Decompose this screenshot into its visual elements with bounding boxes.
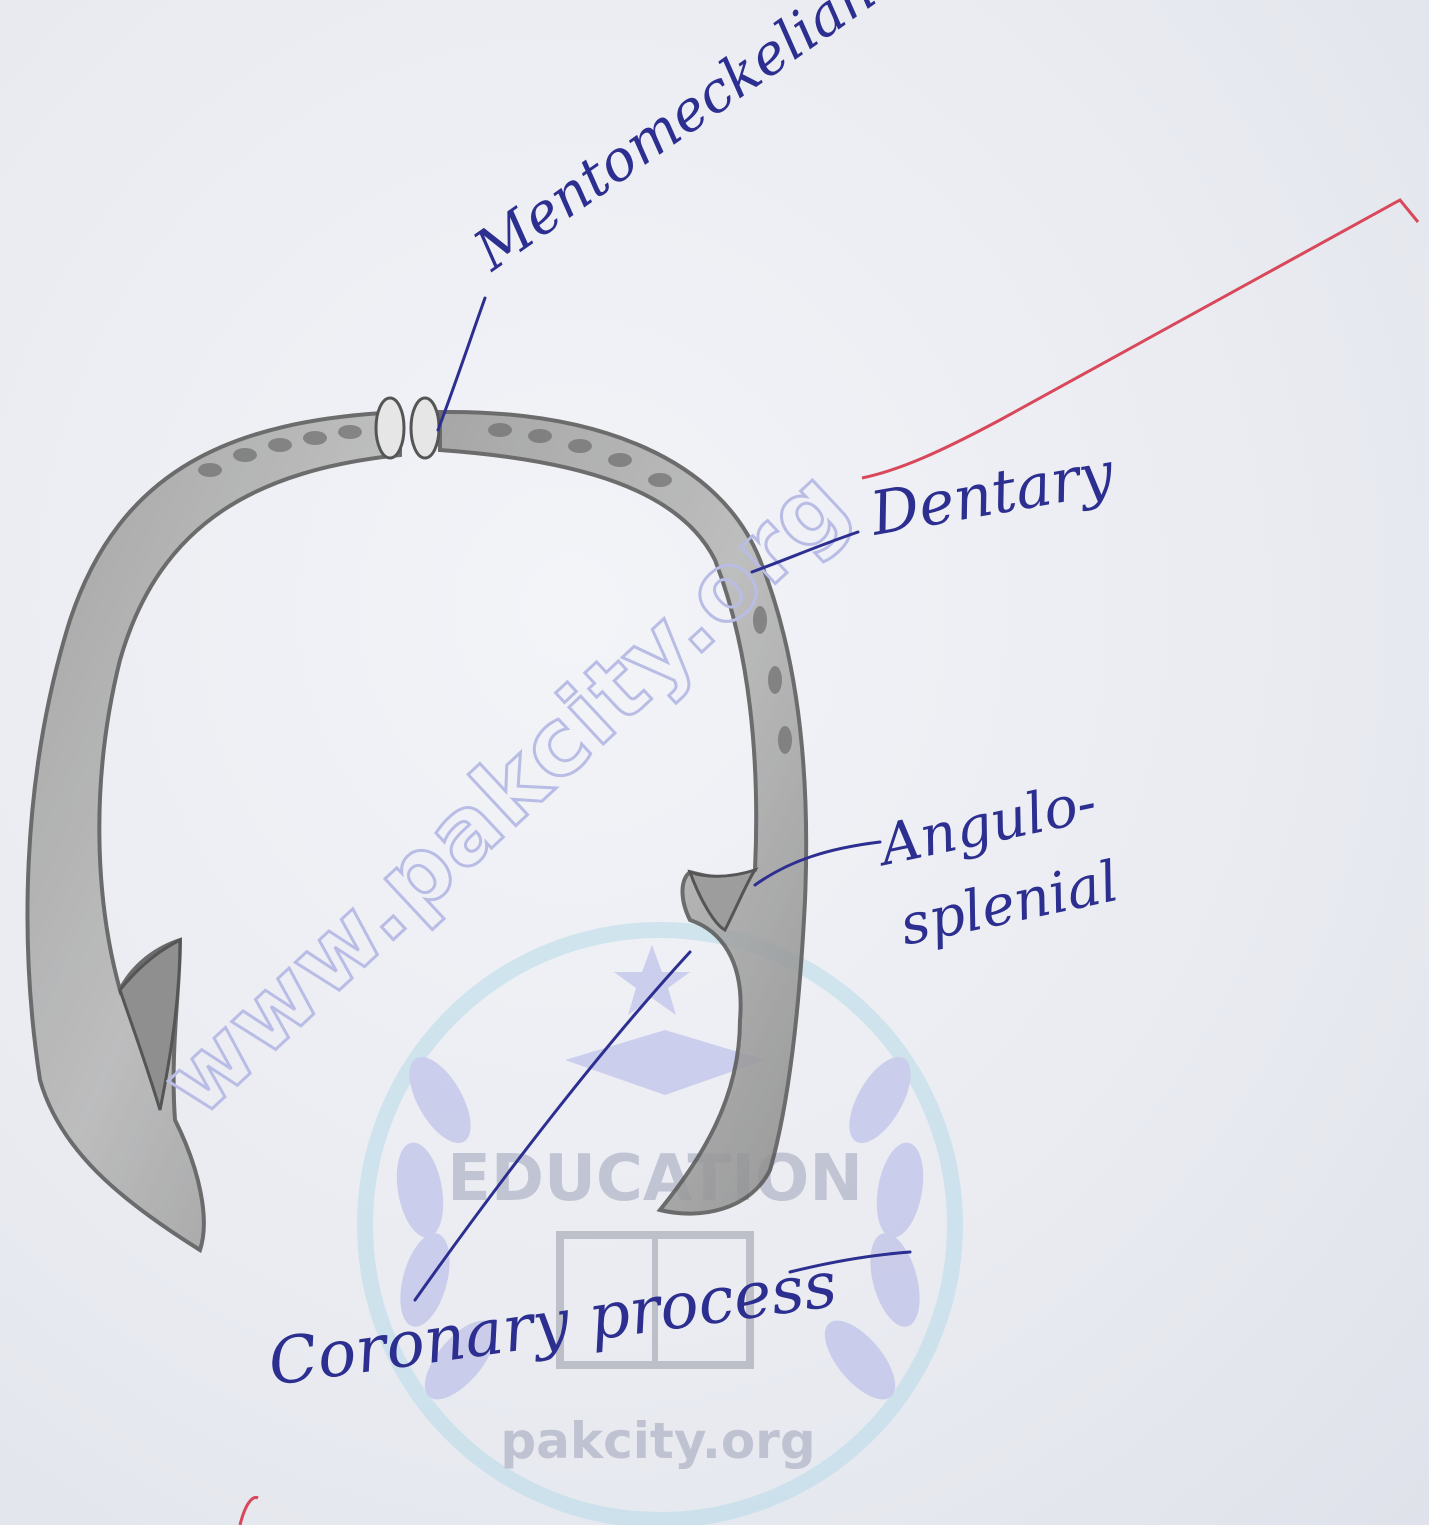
label-dentary: Dentary bbox=[864, 438, 1119, 550]
seal-education-text: EDUCATION bbox=[447, 1142, 863, 1216]
education-seal-watermark: EDUCATION pakcity.org bbox=[365, 930, 955, 1520]
red-margin-line bbox=[862, 200, 1418, 478]
seal-site-text: pakcity.org bbox=[500, 1412, 815, 1470]
label-mentomeckelian: Mentomeckelian bbox=[462, 0, 887, 284]
red-mark bbox=[240, 1497, 258, 1525]
label-coronary-process: Coronary process bbox=[264, 1248, 841, 1401]
